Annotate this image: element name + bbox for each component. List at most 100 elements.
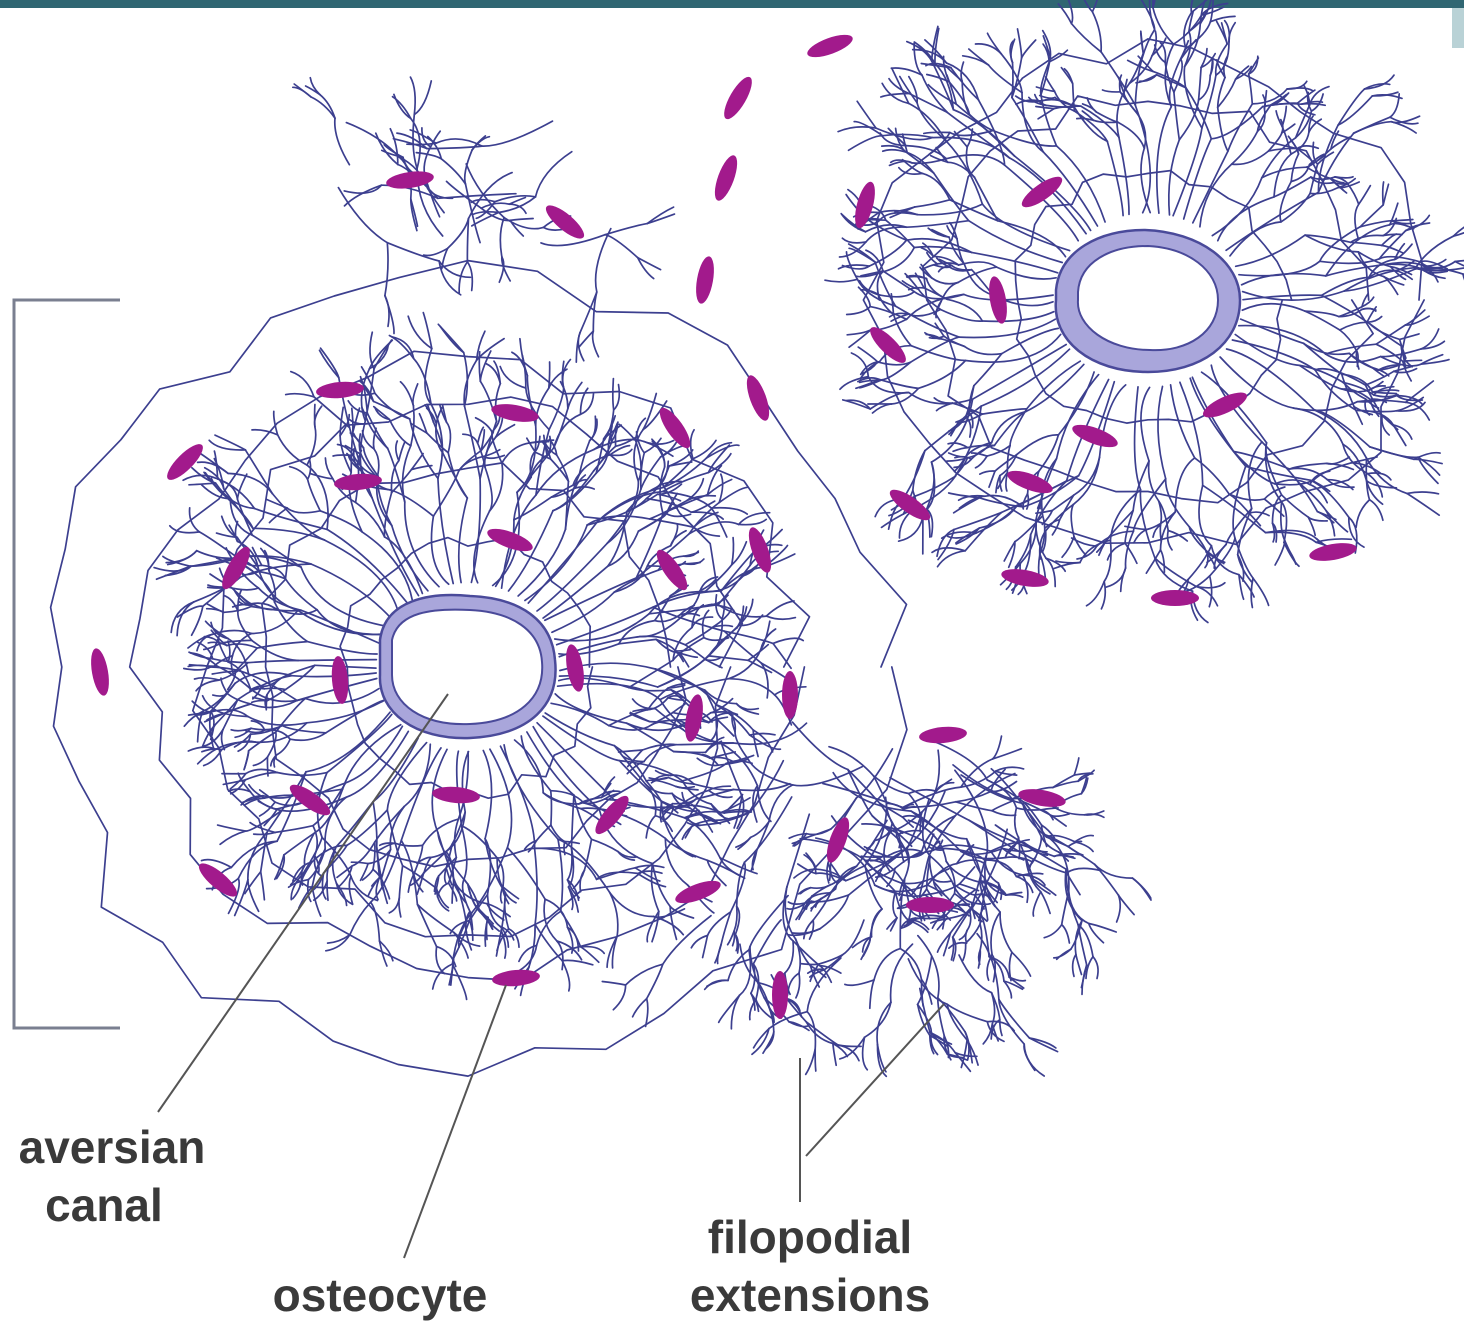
canaliculus bbox=[979, 507, 1016, 528]
canaliculus bbox=[1092, 0, 1099, 12]
canaliculus bbox=[264, 688, 285, 689]
canaliculus bbox=[290, 467, 308, 480]
canaliculus bbox=[399, 442, 405, 461]
canaliculus bbox=[1072, 24, 1102, 52]
label-filopodial-extensions: filopodial extensions bbox=[650, 1208, 970, 1324]
canaliculus bbox=[633, 999, 647, 1017]
canaliculus bbox=[1266, 443, 1282, 495]
canaliculus bbox=[1015, 808, 1019, 838]
canaliculus bbox=[522, 355, 525, 388]
canaliculus bbox=[1210, 16, 1235, 21]
canaliculus bbox=[277, 802, 305, 809]
canaliculus bbox=[1200, 164, 1232, 227]
canaliculus bbox=[351, 862, 368, 863]
osteocyte-cell bbox=[330, 655, 350, 704]
osteocyte-cell bbox=[719, 73, 757, 123]
canaliculus bbox=[857, 101, 876, 128]
canaliculus bbox=[1052, 814, 1069, 816]
canaliculus bbox=[941, 310, 983, 322]
label-osteocyte: osteocyte bbox=[240, 1266, 520, 1324]
osteocyte-cell bbox=[918, 725, 967, 745]
osteocyte-cell bbox=[865, 322, 910, 367]
canaliculus bbox=[1052, 816, 1066, 826]
canaliculus bbox=[446, 422, 450, 453]
canaliculus bbox=[880, 380, 919, 389]
canaliculus bbox=[1015, 516, 1043, 542]
canaliculus bbox=[350, 902, 371, 935]
canaliculus bbox=[954, 498, 980, 513]
canaliculus bbox=[562, 960, 593, 964]
canaliculus bbox=[579, 441, 590, 475]
canaliculus bbox=[157, 566, 191, 579]
canaliculus bbox=[1414, 459, 1442, 463]
canaliculus bbox=[1062, 537, 1074, 558]
canaliculus bbox=[1196, 587, 1217, 606]
canaliculus bbox=[766, 601, 794, 616]
canaliculus bbox=[1275, 541, 1285, 565]
canaliculus bbox=[1141, 387, 1150, 461]
canaliculus bbox=[257, 642, 307, 649]
osteocyte-cell bbox=[1151, 590, 1199, 606]
canaliculus bbox=[483, 751, 491, 839]
osteocyte-cell bbox=[491, 968, 540, 988]
osteocyte-cell bbox=[1308, 540, 1358, 564]
canaliculus bbox=[947, 299, 982, 321]
canaliculus bbox=[980, 471, 995, 474]
canaliculus bbox=[685, 563, 701, 564]
canaliculus bbox=[641, 457, 661, 489]
canaliculus bbox=[340, 436, 351, 473]
canaliculus bbox=[848, 770, 880, 804]
canaliculus bbox=[1262, 167, 1307, 178]
canaliculus bbox=[934, 398, 952, 403]
canaliculus bbox=[307, 427, 316, 465]
canaliculus bbox=[389, 336, 413, 359]
canaliculus bbox=[411, 199, 417, 231]
canaliculus bbox=[507, 848, 545, 900]
canaliculus bbox=[975, 177, 998, 221]
canaliculus bbox=[472, 213, 499, 226]
canaliculus bbox=[1367, 481, 1397, 488]
canaliculus bbox=[1041, 95, 1057, 146]
canaliculus bbox=[320, 350, 339, 377]
canaliculus bbox=[658, 484, 682, 494]
canaliculus bbox=[900, 893, 902, 948]
canaliculus bbox=[252, 430, 278, 435]
canaliculus bbox=[218, 825, 246, 831]
canaliculus bbox=[706, 658, 720, 660]
canaliculus bbox=[963, 943, 966, 960]
canaliculus bbox=[619, 639, 656, 643]
canaliculus bbox=[1195, 458, 1230, 494]
canaliculus bbox=[438, 324, 463, 352]
canaliculus bbox=[668, 696, 683, 698]
canaliculus bbox=[773, 638, 803, 643]
canaliculus bbox=[1103, 90, 1121, 92]
canaliculus bbox=[496, 930, 501, 956]
canaliculus bbox=[286, 579, 318, 610]
osteocyte-cell bbox=[693, 255, 717, 305]
canaliculus bbox=[551, 459, 569, 481]
canaliculus bbox=[1168, 531, 1172, 550]
canaliculus bbox=[1209, 576, 1211, 607]
canaliculus bbox=[1158, 386, 1166, 478]
canaliculus bbox=[989, 471, 995, 487]
canaliculus bbox=[1249, 512, 1269, 516]
canaliculus bbox=[707, 980, 728, 986]
canaliculus bbox=[749, 896, 788, 950]
canaliculus bbox=[1135, 105, 1150, 213]
canaliculus bbox=[787, 905, 804, 910]
canaliculus bbox=[517, 426, 536, 493]
canaliculus bbox=[345, 185, 382, 206]
canaliculus bbox=[1082, 965, 1087, 995]
canaliculus bbox=[694, 784, 734, 790]
canaliculus bbox=[287, 508, 320, 513]
canaliculus bbox=[964, 294, 1053, 299]
canaliculus bbox=[1383, 184, 1388, 205]
canaliculus bbox=[441, 159, 465, 184]
canaliculus bbox=[883, 134, 933, 137]
canaliculus bbox=[949, 943, 966, 948]
canaliculus bbox=[1018, 29, 1022, 58]
canaliculus bbox=[996, 767, 1024, 771]
canaliculus bbox=[245, 773, 277, 780]
canaliculus bbox=[301, 610, 380, 643]
canaliculus bbox=[874, 949, 900, 980]
